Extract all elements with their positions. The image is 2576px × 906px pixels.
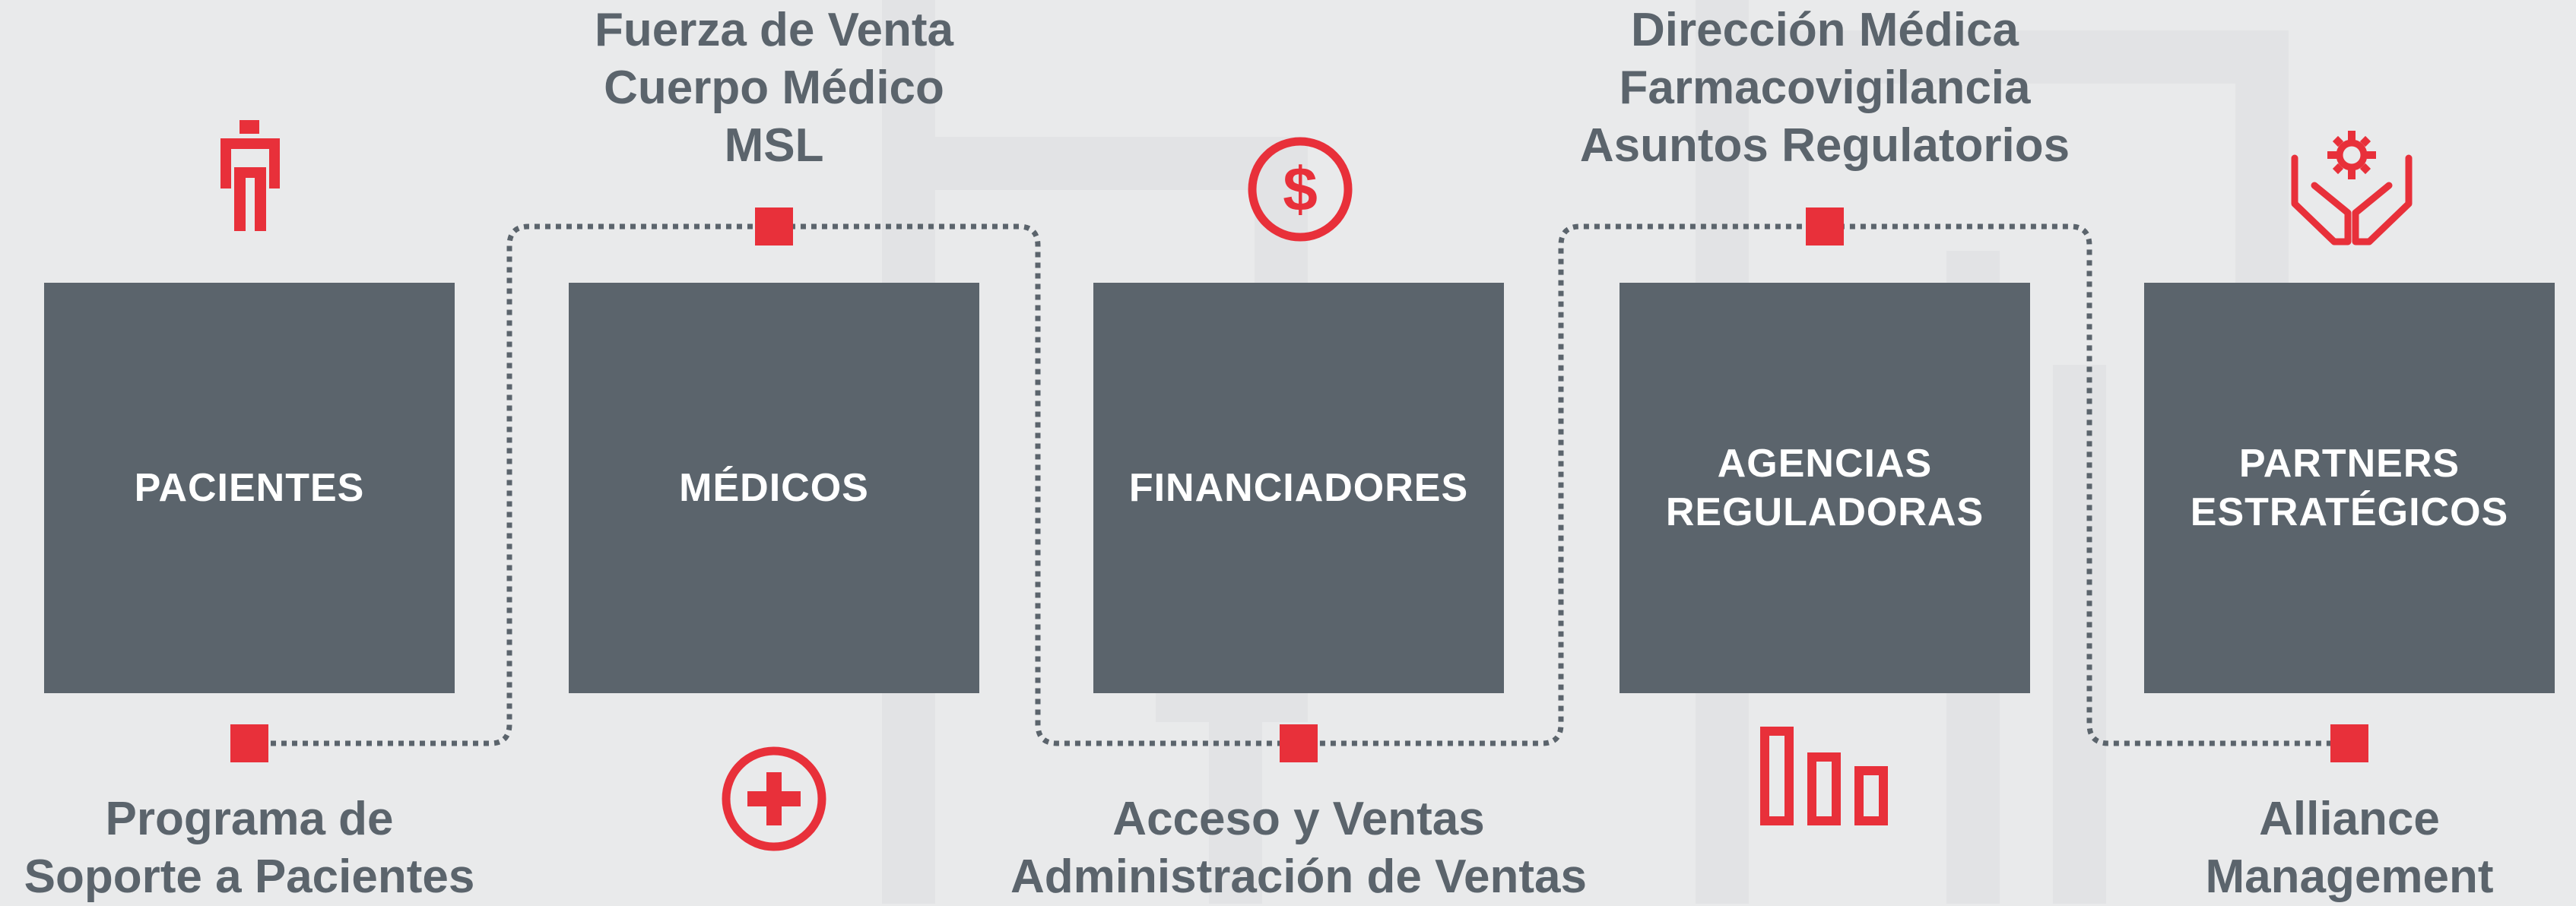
box-medicos: MÉDICOS: [569, 283, 979, 693]
roles-label-pacientes: Programa de Soporte a Pacientes: [24, 793, 475, 903]
roles-label-partners: Alliance Management: [2205, 793, 2494, 903]
connector-marker-pacientes: [230, 724, 268, 762]
box-label-medicos: MÉDICOS: [679, 466, 869, 510]
box-financiadores: FINANCIADORES: [1093, 283, 1504, 693]
person-icon: [220, 120, 280, 231]
box-label-agencias-reguladoras: AGENCIAS REGULADORAS: [1665, 442, 1984, 534]
medical-cross-icon: [722, 746, 826, 851]
connector-marker-financiadores: [1280, 724, 1318, 762]
connector-marker-partners: [2330, 724, 2368, 762]
box-label-pacientes: PACIENTES: [134, 466, 365, 510]
roles-label-agencias: Dirección Médica Farmacovigilancia Asunt…: [1579, 4, 2070, 172]
box-pacientes: PACIENTES: [44, 283, 455, 693]
connector-marker-agencias: [1806, 207, 1844, 246]
bar-chart-icon: [1760, 727, 1888, 825]
box-partners-estrategicos: PARTNERS ESTRATÉGICOS: [2144, 283, 2555, 693]
connector-marker-medicos: [755, 207, 793, 246]
svg-text:$: $: [1283, 155, 1318, 224]
box-agencias-reguladoras: AGENCIAS REGULADORAS: [1620, 283, 2030, 693]
roles-label-medicos: Fuerza de Venta Cuerpo Médico MSL: [594, 4, 954, 172]
roles-label-financiadores: Acceso y Ventas Administración de Ventas: [1010, 793, 1587, 903]
dollar-icon: $: [1248, 137, 1353, 242]
box-label-financiadores: FINANCIADORES: [1128, 466, 1469, 510]
hands-gear-icon: [2291, 131, 2413, 246]
box-label-partners-estrategicos: PARTNERS ESTRATÉGICOS: [2190, 442, 2509, 534]
